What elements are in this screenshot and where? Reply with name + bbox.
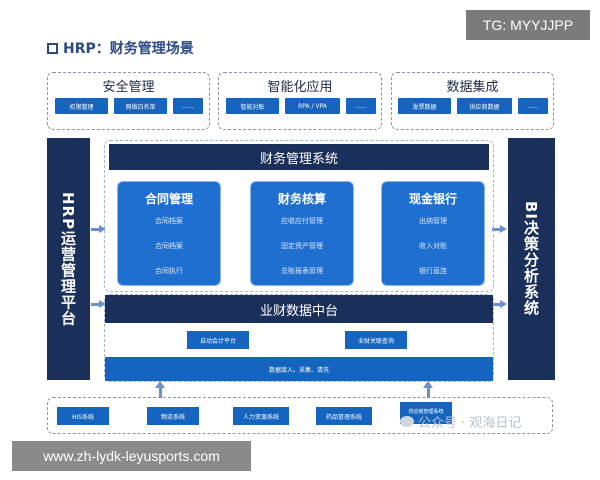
left-platform-label: HRP运营管理平台 [59, 191, 77, 327]
group-data-integration: 数据集成 发票数据 供应商数据 ...... [391, 72, 554, 130]
module-contract-item: 合同档案 [155, 242, 183, 250]
module-contract: 合同管理 合同档案 合同档案 合同执行 [117, 181, 221, 286]
arrow-right-lower [492, 300, 507, 308]
finance-system-panel: 财务管理系统 合同管理 合同档案 合同档案 合同执行 财务核算 应收应付管理 固… [104, 140, 494, 292]
module-accounting: 财务核算 应收应付管理 固定资产管理 总账报表管理 [250, 181, 354, 286]
group-intelligent-title: 智能化应用 [267, 80, 333, 95]
left-platform-column: HRP运营管理平台 [47, 138, 90, 380]
finance-system-header: 财务管理系统 [109, 144, 489, 170]
module-accounting-title: 财务核算 [277, 192, 326, 206]
data-center-header: 业财数据中台 [105, 295, 493, 323]
bottom-watermark-tag: www.zh-lydk-leyusports.com [12, 441, 251, 471]
module-contract-item: 合同执行 [155, 267, 183, 275]
module-accounting-item: 应收应付管理 [281, 217, 323, 225]
group-security-title: 安全管理 [102, 80, 155, 95]
data-ingest-bar: 数据接入、采集、清洗 [105, 357, 493, 381]
arrow-left-lower [91, 300, 106, 308]
chip-supplier: 供应商数据 [457, 98, 512, 114]
module-contract-item: 合同档案 [155, 217, 183, 225]
page-title-row: HRP：财务管理场景 [47, 38, 194, 58]
chip-more: ...... [173, 98, 203, 114]
source-system-hr: 人力资源系统 [233, 407, 289, 425]
arrow-left-upper [91, 225, 106, 233]
title-square-icon [47, 42, 58, 54]
auto-accounting-button: 自动会计平台 [187, 331, 249, 349]
data-center-panel: 业财数据中台 自动会计平台 业财关联查询 数据接入、采集、清洗 [104, 294, 494, 382]
wechat-icon [400, 416, 414, 427]
chip-whitelist: 网络白名单 [114, 98, 167, 114]
right-bi-label: BI决策分析系统 [522, 201, 540, 317]
chip-rpa: RPA / VPA [285, 98, 340, 114]
business-query-button: 业财关联查询 [345, 331, 407, 349]
page-title: HRP：财务管理场景 [63, 41, 194, 57]
arrow-right-upper [492, 225, 507, 233]
chip-more: ...... [346, 98, 376, 114]
module-cash-item: 收入对账 [419, 242, 447, 250]
group-data-title: 数据集成 [446, 80, 499, 95]
chip-invoice: 发票数据 [398, 98, 451, 114]
module-accounting-item: 固定资产管理 [281, 242, 323, 250]
source-system-his: HIS系统 [57, 407, 109, 425]
group-intelligent: 智能化应用 智能对账 RPA / VPA ...... [218, 72, 382, 130]
right-bi-column: BI决策分析系统 [508, 138, 555, 380]
module-accounting-item: 总账报表管理 [281, 267, 323, 275]
source-systems-panel: HIS系统 物流系统 人力资源系统 药品管理系统 供应链管理系统 [47, 397, 553, 434]
arrow-up-right [423, 381, 433, 398]
module-contract-title: 合同管理 [144, 192, 193, 206]
module-cash-bank: 现金银行 出纳管理 收入对账 银行直连 [381, 181, 485, 286]
wechat-overlay-text: 公众号 · 观海日记 [418, 416, 522, 431]
group-security: 安全管理 权限管理 网络白名单 ...... [47, 72, 210, 130]
module-cash-item: 银行直连 [419, 267, 447, 275]
source-system-logistics: 物流系统 [147, 407, 199, 425]
top-watermark-tag: TG: MYYJJPP [466, 10, 590, 40]
arrow-up-left [155, 381, 165, 398]
module-cash-title: 现金银行 [408, 192, 457, 206]
wechat-overlay: 公众号 · 观海日记 [400, 412, 521, 431]
module-cash-item: 出纳管理 [419, 217, 447, 225]
source-system-drug: 药品管理系统 [316, 407, 372, 425]
chip-permission: 权限管理 [55, 98, 108, 114]
chip-more: ...... [518, 98, 548, 114]
chip-reconcile: 智能对账 [226, 98, 279, 114]
